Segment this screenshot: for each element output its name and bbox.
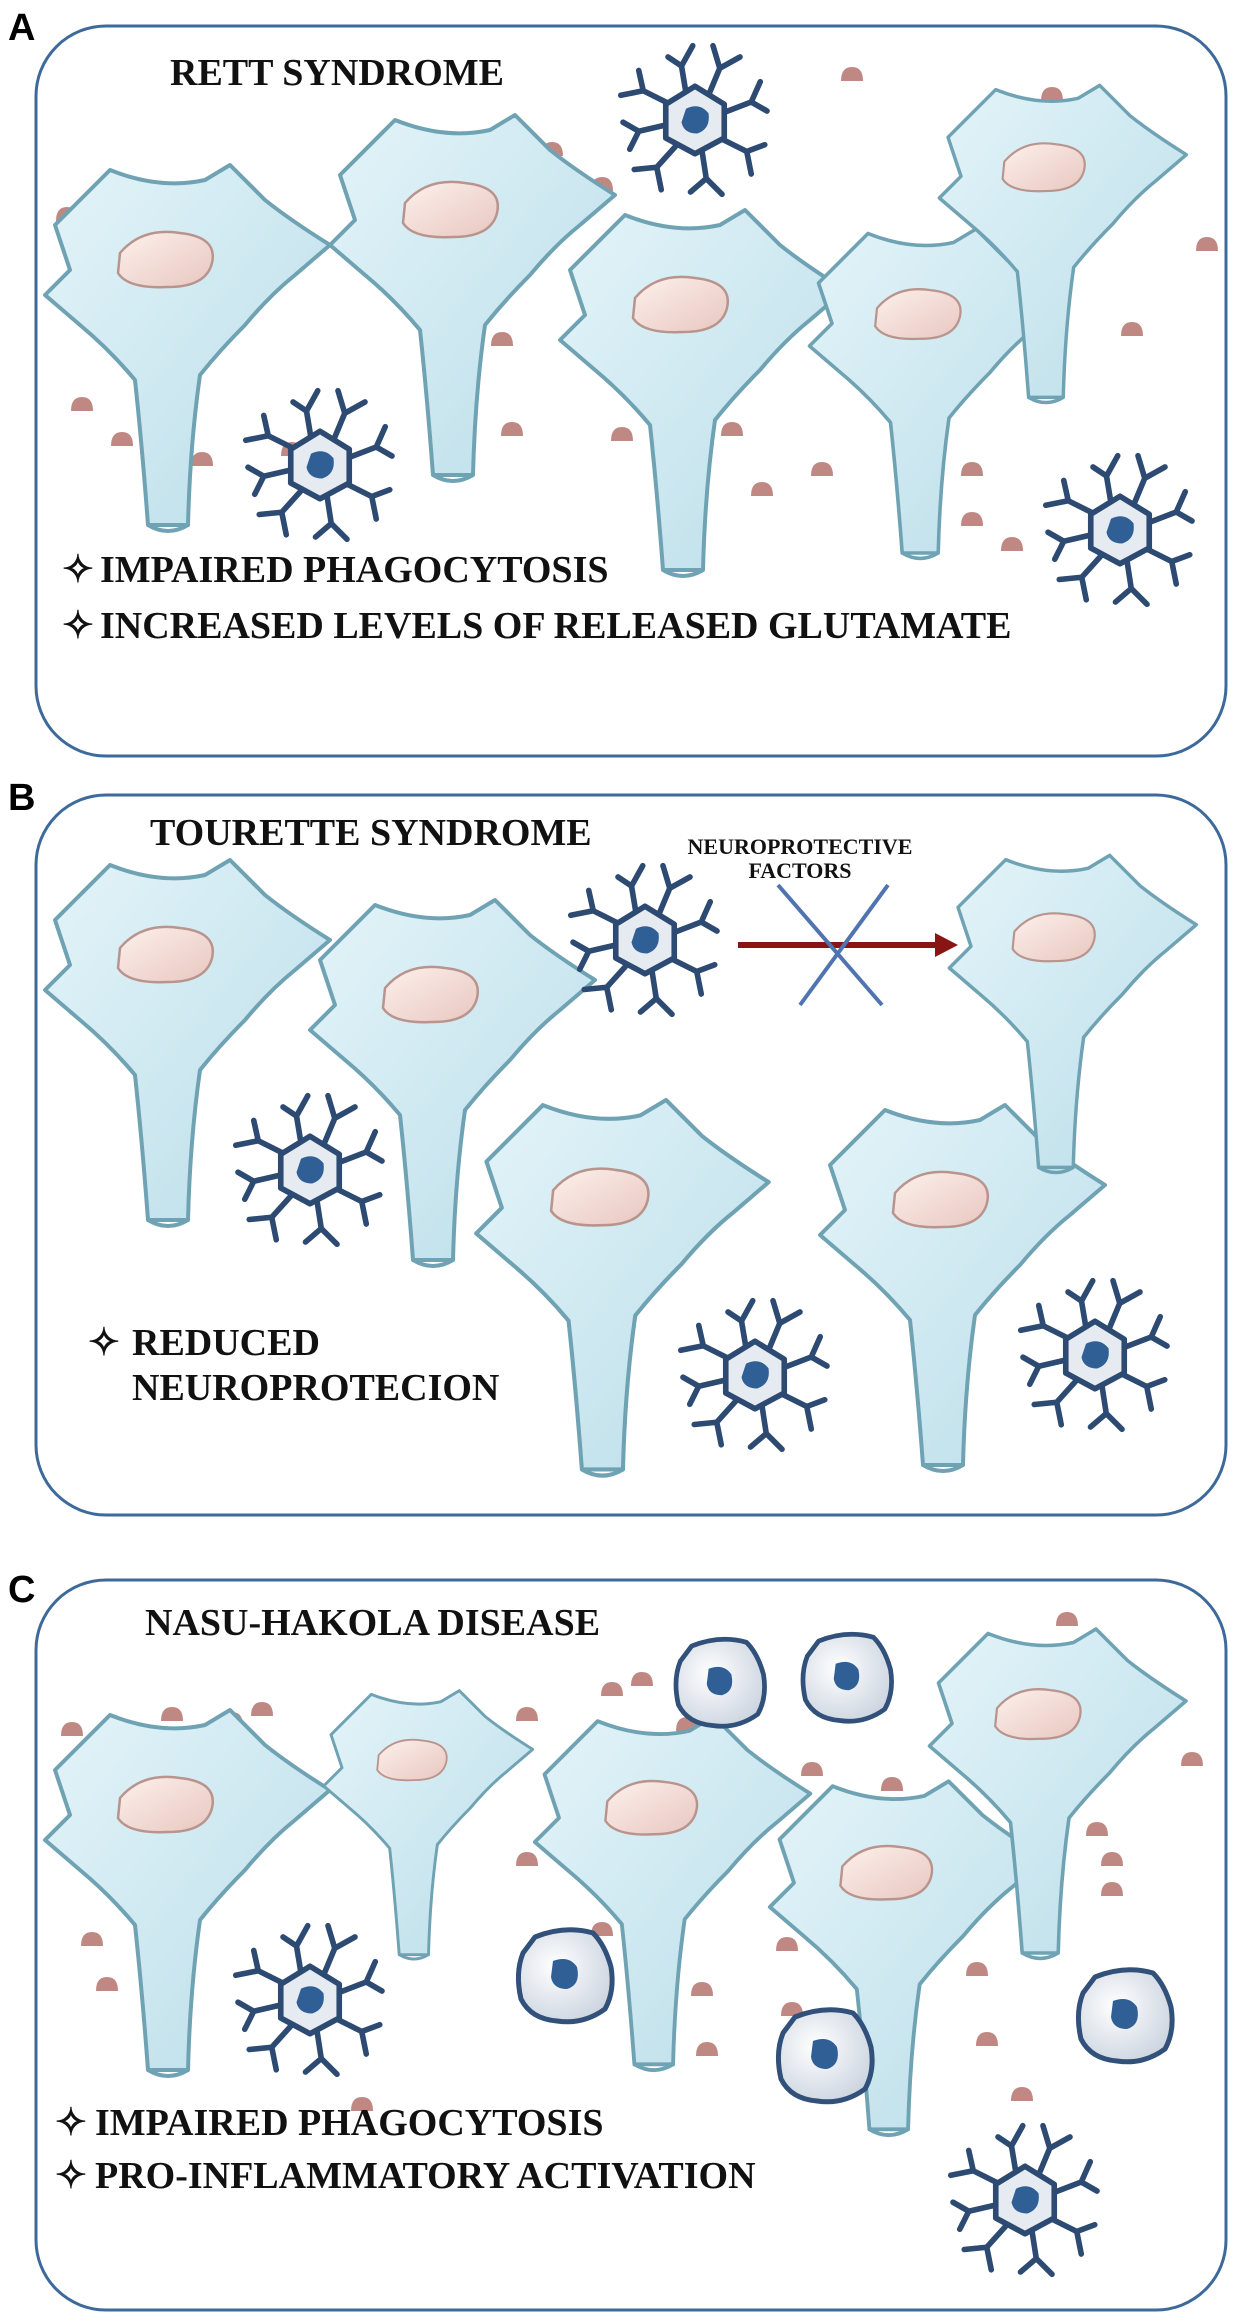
- activated-microglia-cell: [803, 1634, 892, 1721]
- factor-label-line2: FACTORS: [748, 858, 851, 883]
- activated-microglia-cell: [518, 1930, 612, 2022]
- panel-title-a: RETT SYNDROME: [170, 52, 504, 94]
- panel-letter-b: B: [8, 777, 35, 819]
- panel-a: A RETT SYNDROME: [8, 7, 1228, 758]
- factor-arrow-head: [935, 933, 958, 957]
- block-cross-line: [798, 883, 890, 1007]
- panel-letter-a: A: [8, 7, 35, 49]
- bullet-symbol: ✧: [88, 1322, 120, 1364]
- factor-arrow: NEUROPROTECTIVE FACTORS: [688, 834, 958, 1007]
- bullet-symbol: ✧: [55, 2155, 87, 2197]
- panel-title-b: TOURETTE SYNDROME: [150, 812, 592, 854]
- bullet-impaired-phagocytosis: IMPAIRED PHAGOCYTOSIS: [100, 549, 609, 591]
- bullet-increased-glutamate: INCREASED LEVELS OF RELEASED GLUTAMATE: [100, 605, 1011, 647]
- activated-microglia-cell: [1078, 1970, 1172, 2062]
- bullets-a: ✧ IMPAIRED PHAGOCYTOSIS ✧ INCREASED LEVE…: [62, 549, 1011, 647]
- panel-b: B TOURETTE SYNDROME NEUROPROTECTIVE FACT…: [8, 777, 1228, 1517]
- bullets-b: ✧ REDUCED NEUROPROTECION: [88, 1322, 499, 1409]
- bullets-c: ✧ IMPAIRED PHAGOCYTOSIS ✧ PRO-INFLAMMATO…: [55, 2102, 756, 2197]
- bullet-symbol: ✧: [62, 549, 94, 591]
- block-cross-line: [776, 883, 884, 1007]
- bullet-neuroprotecion: NEUROPROTECION: [132, 1367, 499, 1409]
- bullet-symbol: ✧: [55, 2102, 87, 2144]
- bullet-impaired-phagocytosis: IMPAIRED PHAGOCYTOSIS: [95, 2102, 604, 2144]
- activated-microglia-cell: [676, 1639, 765, 1726]
- bullet-pro-inflammatory: PRO-INFLAMMATORY ACTIVATION: [95, 2155, 756, 2197]
- activated-microglia-cell: [778, 2010, 872, 2102]
- factor-label-line1: NEUROPROTECTIVE: [688, 834, 913, 859]
- bullet-symbol: ✧: [62, 605, 94, 647]
- panel-title-c: NASU-HAKOLA DISEASE: [145, 1602, 600, 1644]
- bullet-reduced: REDUCED: [132, 1322, 320, 1364]
- panel-c: C NASU-HAKOLA DISEASE: [8, 1569, 1228, 2312]
- panel-letter-c: C: [8, 1569, 35, 1611]
